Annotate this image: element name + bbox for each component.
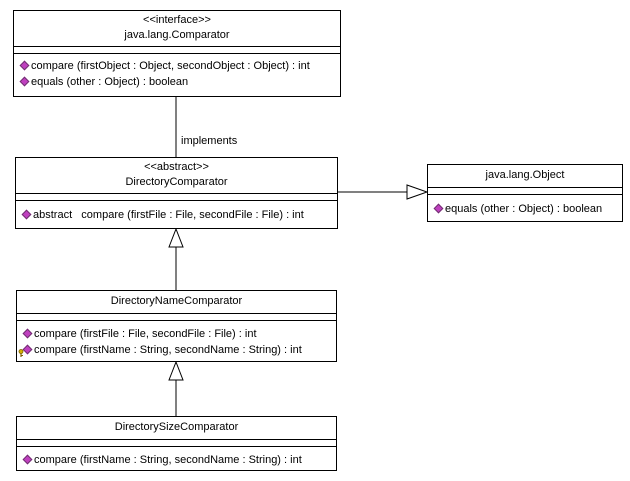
class-header: java.lang.Object (428, 165, 622, 187)
operation-icon (22, 328, 33, 339)
class-name: DirectoryComparator (125, 176, 228, 188)
operations-compartment: compare (firstName : String, secondName … (17, 446, 336, 470)
attributes-compartment (17, 439, 336, 446)
implements-label: implements (181, 135, 238, 147)
class-header: <<interface>> java.lang.Comparator (14, 11, 340, 46)
class-name: java.lang.Object (485, 169, 565, 181)
operations-compartment: compare (firstFile : File, secondFile : … (17, 320, 336, 360)
operations-compartment: equals (other : Object) : boolean (428, 194, 622, 219)
operations-compartment: compare (firstObject : Object, secondObj… (14, 53, 340, 92)
operation: abstract compare (firstFile : File, seco… (20, 207, 337, 223)
class-directory-name-comparator[interactable]: DirectoryNameComparator compare (firstFi… (16, 290, 337, 362)
class-header: DirectorySizeComparator (17, 417, 336, 439)
class-header: <<abstract>> DirectoryComparator (16, 158, 337, 193)
class-directory-size-comparator[interactable]: DirectorySizeComparator compare (firstNa… (16, 416, 337, 471)
operation: compare (firstObject : Object, secondObj… (18, 58, 340, 74)
attributes-compartment (16, 193, 337, 200)
class-name: DirectoryNameComparator (110, 295, 243, 307)
class-header: DirectoryNameComparator (17, 291, 336, 313)
attributes-compartment (17, 313, 336, 320)
class-name: java.lang.Comparator (124, 29, 230, 41)
operation: compare (firstName : String, secondName … (18, 342, 336, 358)
stereotype: <<interface>> (143, 14, 211, 26)
operation-icon (19, 60, 30, 71)
size-to-name-arrowhead (168, 360, 184, 381)
class-directory-comparator[interactable]: <<abstract>> DirectoryComparator abstrac… (15, 157, 338, 229)
attributes-compartment (428, 187, 622, 194)
operation-icon (21, 209, 32, 220)
name-to-abstract-arrowhead (168, 227, 184, 248)
operation: equals (other : Object) : boolean (432, 201, 622, 217)
operation: compare (firstName : String, secondName … (21, 452, 336, 468)
stereotype: <<abstract>> (144, 161, 209, 173)
operation: equals (other : Object) : boolean (18, 74, 340, 90)
operation: compare (firstFile : File, secondFile : … (21, 326, 336, 342)
operation-icon (22, 454, 33, 465)
key-icon (18, 349, 24, 357)
class-name: DirectorySizeComparator (114, 421, 239, 433)
attributes-compartment (14, 46, 340, 53)
class-object[interactable]: java.lang.Object equals (other : Object)… (427, 164, 623, 222)
operation-icon (19, 76, 30, 87)
operation-icon (433, 203, 444, 214)
operations-compartment: abstract compare (firstFile : File, seco… (16, 200, 337, 225)
inherits-object-arrowhead (406, 184, 429, 200)
class-comparator[interactable]: <<interface>> java.lang.Comparator compa… (13, 10, 341, 97)
